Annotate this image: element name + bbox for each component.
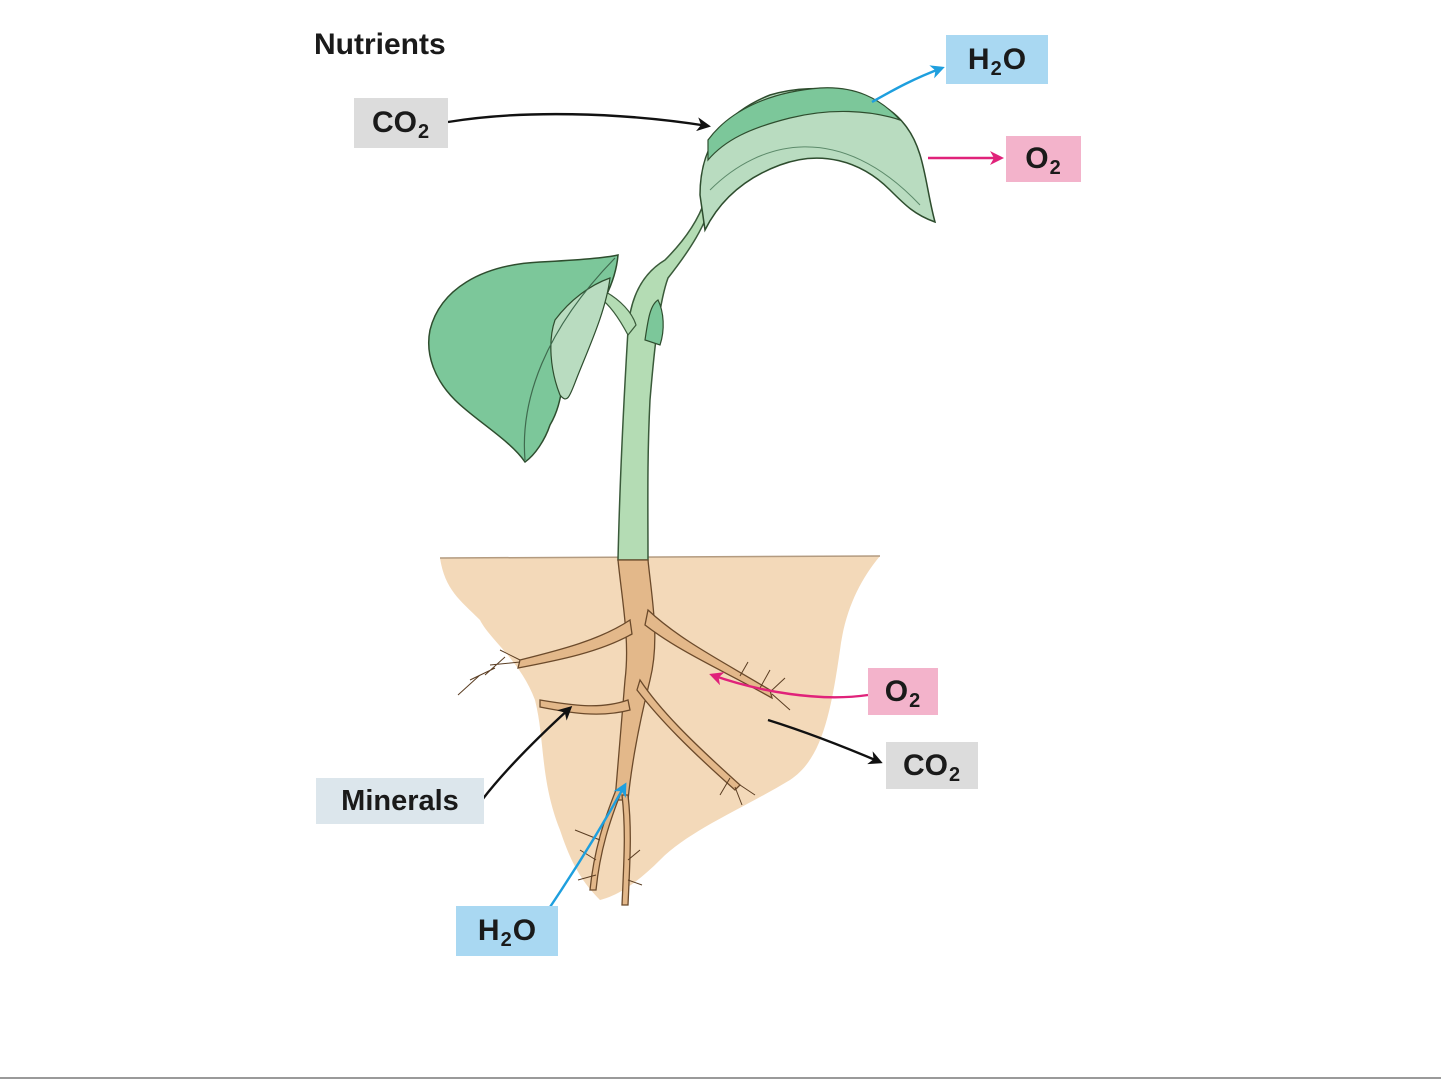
- o2-root-main: O: [885, 677, 908, 707]
- minerals-text: Minerals: [341, 787, 459, 816]
- o2-root-sub: 2: [909, 691, 920, 711]
- arrow-leaf-to-h2o: [872, 68, 942, 102]
- soil-area: [440, 556, 880, 900]
- h2o-root-sub: 2: [501, 930, 512, 950]
- o2-leaf-main: O: [1025, 144, 1048, 174]
- co2-root-sub: 2: [949, 765, 960, 785]
- stem: [618, 200, 712, 560]
- co2-root-main: CO: [903, 751, 948, 781]
- co2-leaf-sub: 2: [418, 122, 429, 142]
- h2o-leaf-main: H: [968, 45, 990, 75]
- h2o-leaf-tail: O: [1003, 45, 1026, 75]
- h2o-root-main: H: [478, 916, 500, 946]
- minerals-label: Minerals: [316, 778, 484, 824]
- bottom-border: [0, 1077, 1441, 1079]
- co2-leaf-main: CO: [372, 108, 417, 138]
- arrow-co2-to-leaf: [448, 114, 708, 126]
- h2o-leaf-sub: 2: [991, 59, 1002, 79]
- h2o-root-tail: O: [513, 916, 536, 946]
- o2-leaf-sub: 2: [1050, 158, 1061, 178]
